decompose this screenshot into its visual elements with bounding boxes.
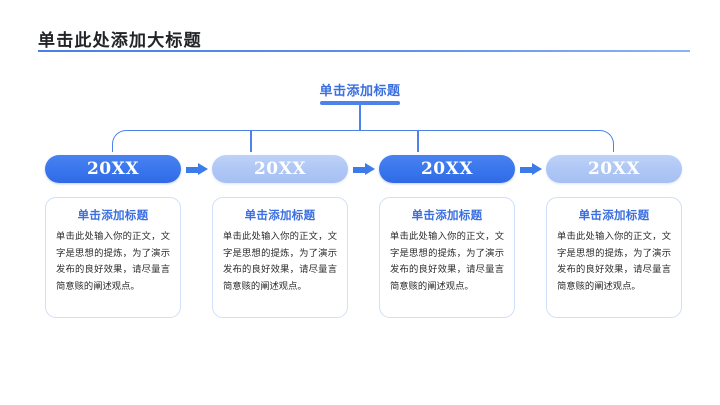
card-heading-1: 单击添加标题 — [77, 208, 149, 222]
node-column-1: 20XX — [45, 155, 181, 183]
arrow-head — [198, 163, 208, 175]
card-heading-2: 单击添加标题 — [244, 208, 316, 222]
node-column-3: 20XX — [379, 155, 515, 183]
node-pill-label-1: 20XX — [86, 159, 140, 179]
tree-connector-drop-2 — [250, 131, 252, 152]
card-heading-4: 单击添加标题 — [578, 208, 650, 222]
arrow-head — [365, 163, 375, 175]
node-pill-3[interactable]: 20XX — [379, 155, 515, 183]
arrow-shaft — [520, 166, 533, 173]
card-heading-3: 单击添加标题 — [411, 208, 483, 222]
node-column-4: 20XX — [546, 155, 682, 183]
arrow-right-icon-2 — [353, 163, 375, 176]
card-body-2: 单击此处输入你的正文，文字是思想的提炼，为了演示发布的良好效果，请尽量言简意赅的… — [223, 231, 337, 292]
tree-connector-drop-3 — [417, 131, 419, 152]
node-pill-4[interactable]: 20XX — [546, 155, 682, 183]
page-title: 单击此处添加大标题 — [38, 31, 202, 51]
arrow-right-icon-3 — [520, 163, 542, 176]
node-pill-2[interactable]: 20XX — [212, 155, 348, 183]
arrow-shaft — [186, 166, 199, 173]
root-node-title: 单击添加标题 — [319, 84, 401, 99]
node-pill-1[interactable]: 20XX — [45, 155, 181, 183]
node-card-3[interactable]: 单击添加标题 单击此处输入你的正文，文字是思想的提炼，为了演示发布的良好效果，请… — [379, 197, 515, 318]
arrow-head — [532, 163, 542, 175]
node-card-4[interactable]: 单击添加标题 单击此处输入你的正文，文字是思想的提炼，为了演示发布的良好效果，请… — [546, 197, 682, 318]
card-body-1: 单击此处输入你的正文，文字是思想的提炼，为了演示发布的良好效果，请尽量言简意赅的… — [56, 231, 170, 292]
node-pill-label-4: 20XX — [587, 159, 641, 179]
arrow-right-icon-1 — [186, 163, 208, 176]
node-card-2[interactable]: 单击添加标题 单击此处输入你的正文，文字是思想的提炼，为了演示发布的良好效果，请… — [212, 197, 348, 318]
root-connector-stem — [359, 104, 361, 131]
node-pill-label-2: 20XX — [253, 159, 307, 179]
node-pill-label-3: 20XX — [420, 159, 474, 179]
arrow-shaft — [353, 166, 366, 173]
card-body-3: 单击此处输入你的正文，文字是思想的提炼，为了演示发布的良好效果，请尽量言简意赅的… — [390, 231, 504, 292]
node-column-2: 20XX — [212, 155, 348, 183]
title-underline-rule — [38, 50, 690, 52]
card-body-4: 单击此处输入你的正文，文字是思想的提炼，为了演示发布的良好效果，请尽量言简意赅的… — [557, 231, 671, 292]
root-node-underline — [320, 101, 400, 105]
tree-connector-bus — [112, 130, 614, 152]
node-card-1[interactable]: 单击添加标题 单击此处输入你的正文，文字是思想的提炼，为了演示发布的良好效果，请… — [45, 197, 181, 318]
